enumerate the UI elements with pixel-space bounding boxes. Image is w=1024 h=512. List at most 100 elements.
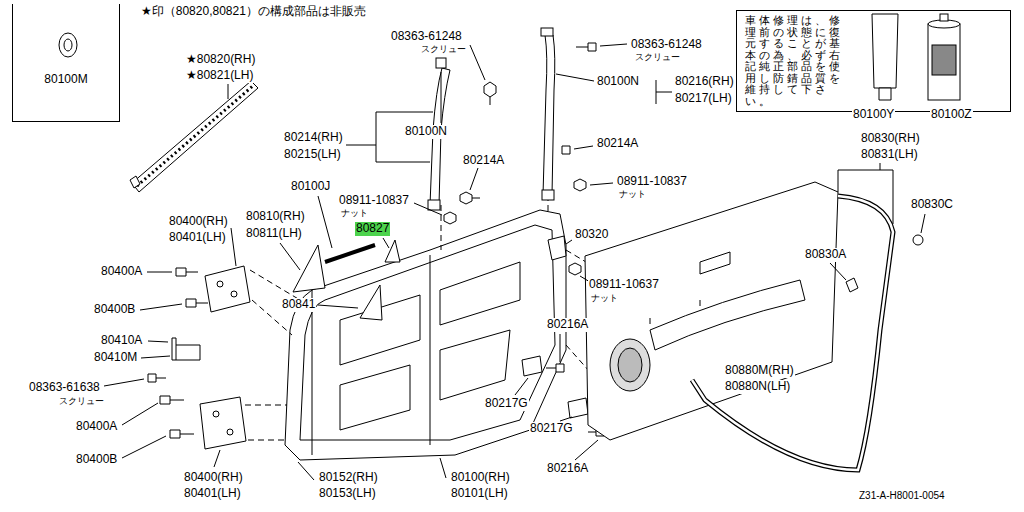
note-text: ★印（80820,80821）の構成部品は非販売 [140, 5, 367, 19]
callout-number: 80320 [574, 228, 609, 242]
dashed-guide [566, 250, 586, 262]
callout-number: 80400A [100, 265, 143, 279]
fastener [546, 364, 564, 372]
callout-number: 80410M [93, 351, 138, 365]
leader-line [228, 84, 229, 99]
callout-number: 80101(LH) [450, 487, 509, 501]
callout-number: 80216A [546, 462, 589, 476]
fastener [170, 430, 194, 438]
fastener [569, 263, 581, 275]
callout-number: 08911-10637 [588, 278, 660, 292]
callout-number: 80827 [355, 222, 390, 236]
repair-materials [928, 24, 960, 100]
leader-line [590, 183, 613, 185]
leader-line [440, 458, 446, 478]
window-sash [436, 58, 446, 68]
door-seal [692, 196, 893, 470]
callout-number: 80216A [546, 318, 589, 332]
callout-number: 08363-61638 [28, 381, 101, 395]
leader-line [141, 356, 170, 358]
callout-number: 80217G [529, 422, 574, 436]
door-hinge [172, 338, 176, 360]
dashed-guide [245, 195, 590, 440]
trim-panel [700, 252, 730, 274]
callout-number: ナット [340, 208, 369, 218]
door-seal [913, 235, 923, 245]
callout-number: 80217G [484, 397, 529, 411]
callout-number: ★80821(LH) [185, 69, 254, 83]
leader-line [214, 450, 220, 467]
trim-panel [650, 300, 700, 324]
sash-weatherstrip [132, 81, 258, 192]
callout-number: 80100Z [930, 108, 973, 122]
leader-line [515, 378, 528, 395]
door-seal [692, 196, 923, 470]
callout-number: 80830(RH) [860, 132, 921, 146]
leader-line [556, 74, 594, 81]
leader-line [560, 417, 572, 421]
door-shell [285, 210, 566, 460]
fastener [460, 192, 480, 204]
door-bracket [385, 240, 400, 262]
callout-number: 80215(LH) [283, 148, 342, 162]
leader-line [574, 146, 593, 149]
callout-number: 80100Y [852, 108, 895, 122]
leader-line [148, 341, 168, 342]
leader-line [122, 403, 158, 425]
callout-number: 80100J [290, 180, 331, 194]
fastener [562, 146, 570, 154]
window-sash [428, 200, 440, 210]
repair-materials [932, 45, 956, 75]
door-bracket [325, 245, 375, 262]
leader-line [122, 436, 166, 458]
leader-line [441, 72, 442, 123]
callout-number: 80830A [804, 248, 847, 262]
callout-number: 80830C [910, 198, 954, 212]
window-sash [541, 28, 553, 36]
callout-number: 80214A [596, 137, 639, 151]
door-shell [440, 262, 520, 325]
door-hinge [227, 429, 233, 435]
trim-panel [650, 280, 805, 350]
door-shell [312, 290, 313, 455]
callout-number: ナット [590, 293, 619, 303]
trim-panel [585, 182, 838, 440]
fastener [484, 82, 496, 105]
callout-number: 80400(RH) [183, 471, 244, 485]
grommet-icon [59, 33, 77, 57]
part-frame: 80100M [12, 4, 120, 122]
leader-line [470, 45, 485, 80]
door-hinge [231, 291, 237, 297]
callout-number: 80811(LH) [245, 227, 303, 241]
door-seal [846, 278, 858, 292]
leader-line [140, 304, 182, 310]
leader-line [575, 440, 598, 460]
door-hinge [172, 266, 250, 449]
repair-materials [872, 14, 960, 100]
door-bracket [293, 236, 588, 418]
grommet-icon [64, 39, 72, 51]
door-bracket [568, 398, 588, 418]
door-seal [692, 196, 893, 470]
part-number: 80100M [13, 72, 119, 86]
leader-line [414, 203, 442, 215]
door-shell [285, 210, 566, 460]
trim-panel [610, 339, 650, 391]
door-hinge [176, 345, 200, 360]
repair-materials [879, 88, 891, 100]
callout-number: スクリュー [420, 44, 467, 54]
door-hinge [205, 266, 250, 312]
leader-line [147, 272, 172, 273]
callout-number: 80401(LH) [183, 487, 242, 501]
leader-line [231, 228, 236, 266]
leader-line [318, 305, 358, 308]
callout-number: 80401(LH) [168, 231, 227, 245]
door-bracket [360, 285, 382, 320]
door-hinge [200, 397, 246, 449]
window-sash [428, 28, 555, 210]
callout-number: ナット [618, 189, 647, 199]
callout-number: スクリュー [634, 52, 681, 62]
leader-line [566, 240, 572, 244]
callout-number: 80831(LH) [860, 148, 919, 162]
